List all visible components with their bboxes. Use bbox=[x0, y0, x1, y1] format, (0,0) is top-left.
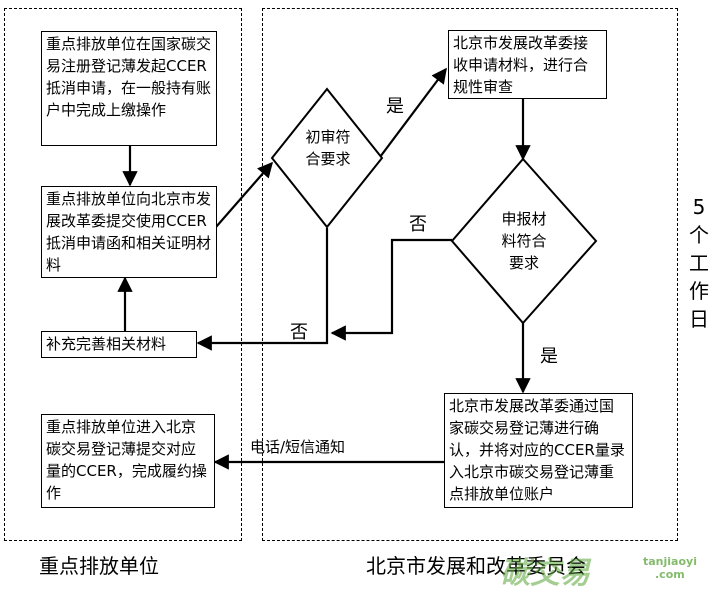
edge-label-notify: 电话/短信通知 bbox=[250, 438, 346, 456]
edge-label-yes-1: 是 bbox=[386, 96, 404, 117]
decision-materials-shape bbox=[450, 157, 598, 325]
decision-materials-text: 申报材料符合要求 bbox=[496, 208, 552, 274]
box-receive-review: 北京市发展改革委接收申请材料，进行合规性审查 bbox=[448, 30, 607, 99]
box-confirm-registry: 北京市发展改革委通过国家碳交易登记薄进行确认，并将对应的CCER量录入北京市碳交… bbox=[444, 393, 633, 508]
box-fulfill-compliance: 重点排放单位进入北京碳交易登记薄提交对应量的CCER，完成履约操作 bbox=[41, 414, 215, 508]
lane-emitter bbox=[4, 8, 242, 541]
box-supplement-materials: 补充完善相关材料 bbox=[41, 331, 197, 358]
lane-commission bbox=[262, 8, 678, 541]
watermark-domain-block: tanjiaoyi .com bbox=[643, 555, 697, 581]
watermark-logo: 碳交易 bbox=[500, 548, 590, 592]
arrow-review-no bbox=[196, 228, 329, 351]
watermark-tld: .com bbox=[655, 568, 685, 581]
side-note-five-working-days: 5个工作日 bbox=[689, 195, 709, 331]
decision-first-review-shape bbox=[270, 87, 384, 229]
decision-first-review-text: 初审符合要求 bbox=[305, 126, 351, 170]
watermark-domain: tanjiaoyi bbox=[643, 555, 697, 568]
edge-label-no-1: 否 bbox=[409, 214, 427, 235]
box-initiate-ccer-offset: 重点排放单位在国家碳交易注册登记薄发起CCER抵消申请，在一般持有账户中完成上缴… bbox=[41, 31, 217, 146]
arrow-materials-no bbox=[330, 238, 452, 341]
lane-caption-commission: 北京市发展和改革委员会 bbox=[366, 554, 586, 578]
arrow-submit-to-review bbox=[215, 161, 274, 228]
watermark-main: 碳交易 bbox=[500, 556, 590, 591]
decision-materials-label: 申报材料符合要求 bbox=[501, 210, 547, 272]
lane-caption-emitter: 重点排放单位 bbox=[39, 554, 159, 578]
edge-label-no-2: 否 bbox=[290, 322, 308, 343]
box-submit-application: 重点排放单位向北京市发展改革委提交使用CCER抵消申请函和相关证明材料 bbox=[41, 186, 217, 278]
edge-label-yes-2: 是 bbox=[540, 346, 558, 367]
decision-first-review-label: 初审符合要求 bbox=[305, 128, 351, 168]
arrow-review-yes bbox=[379, 67, 447, 158]
